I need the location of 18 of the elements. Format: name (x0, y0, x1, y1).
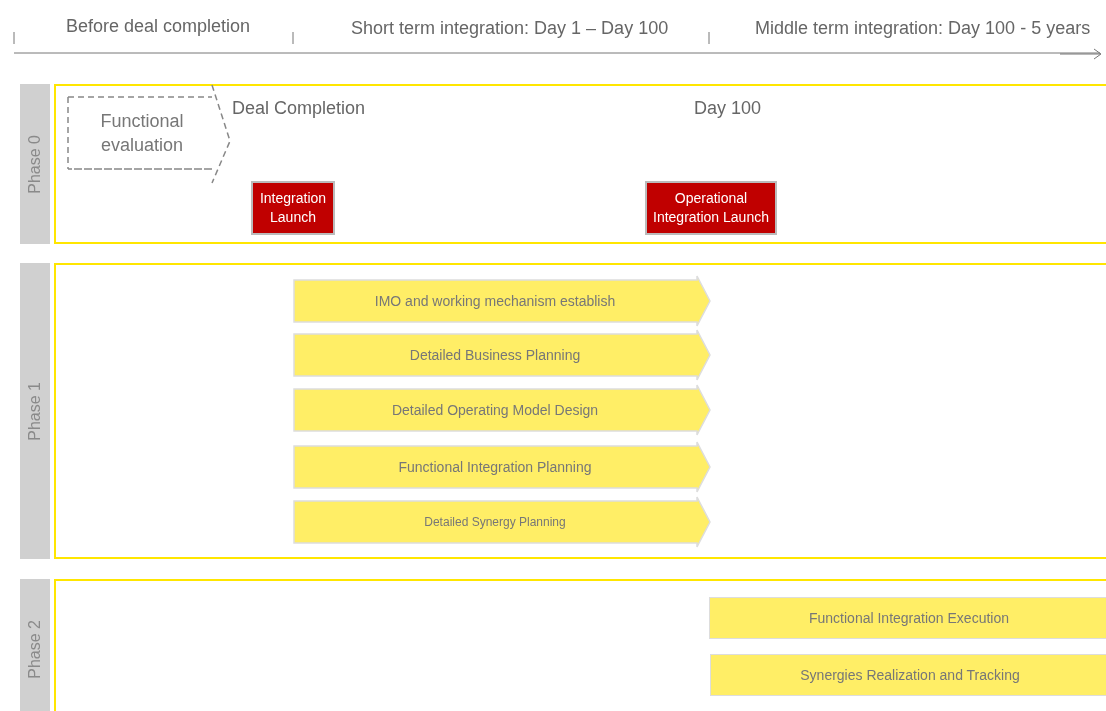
timeline-heading: Before deal completion (66, 16, 251, 37)
task-bar: Functional Integration Planning (293, 441, 711, 493)
task-bar: Detailed Synergy Planning (293, 496, 711, 548)
milestone-box: Operational Integration Launch (645, 181, 777, 235)
phase-tab: Phase 0 (20, 84, 50, 244)
phase-tab: Phase 1 (20, 263, 50, 559)
milestone-label: Deal Completion (232, 98, 366, 119)
task-bar: Detailed Business Planning (293, 329, 711, 381)
timeline-heading: Short term integration: Day 1 – Day 100 (351, 18, 669, 39)
task-bar: Synergies Realization and Tracking (710, 654, 1106, 696)
task-bar: IMO and working mechanism establish (293, 275, 711, 327)
task-bar: Detailed Operating Model Design (293, 384, 711, 436)
task-bar: Functional Integration Execution (709, 597, 1106, 639)
milestone-box: Integration Launch (251, 181, 335, 235)
phase-tab: Phase 2 (20, 579, 50, 711)
timeline-heading: Middle term integration: Day 100 - 5 years (755, 18, 1091, 39)
milestone-label: Day 100 (694, 98, 762, 119)
dashed-chevron: Functional evaluation (66, 84, 234, 184)
